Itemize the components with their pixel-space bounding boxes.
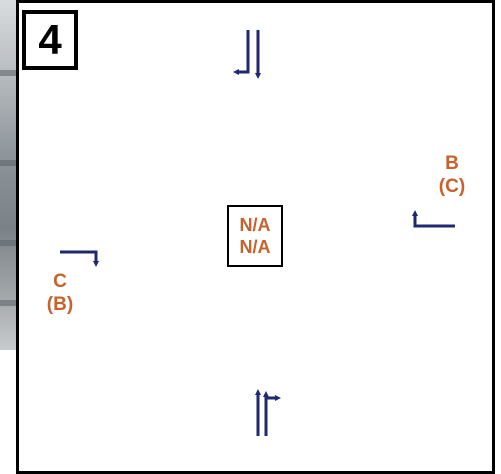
north-approach-arrows — [236, 30, 258, 76]
east-approach-arrows — [415, 213, 455, 226]
north-left-turn-arrow — [236, 30, 248, 72]
east-left-turn-arrow — [415, 213, 455, 226]
south-approach-arrows — [258, 392, 278, 436]
west-approach-arrows — [60, 252, 96, 264]
west-right-turn-arrow — [60, 252, 96, 264]
